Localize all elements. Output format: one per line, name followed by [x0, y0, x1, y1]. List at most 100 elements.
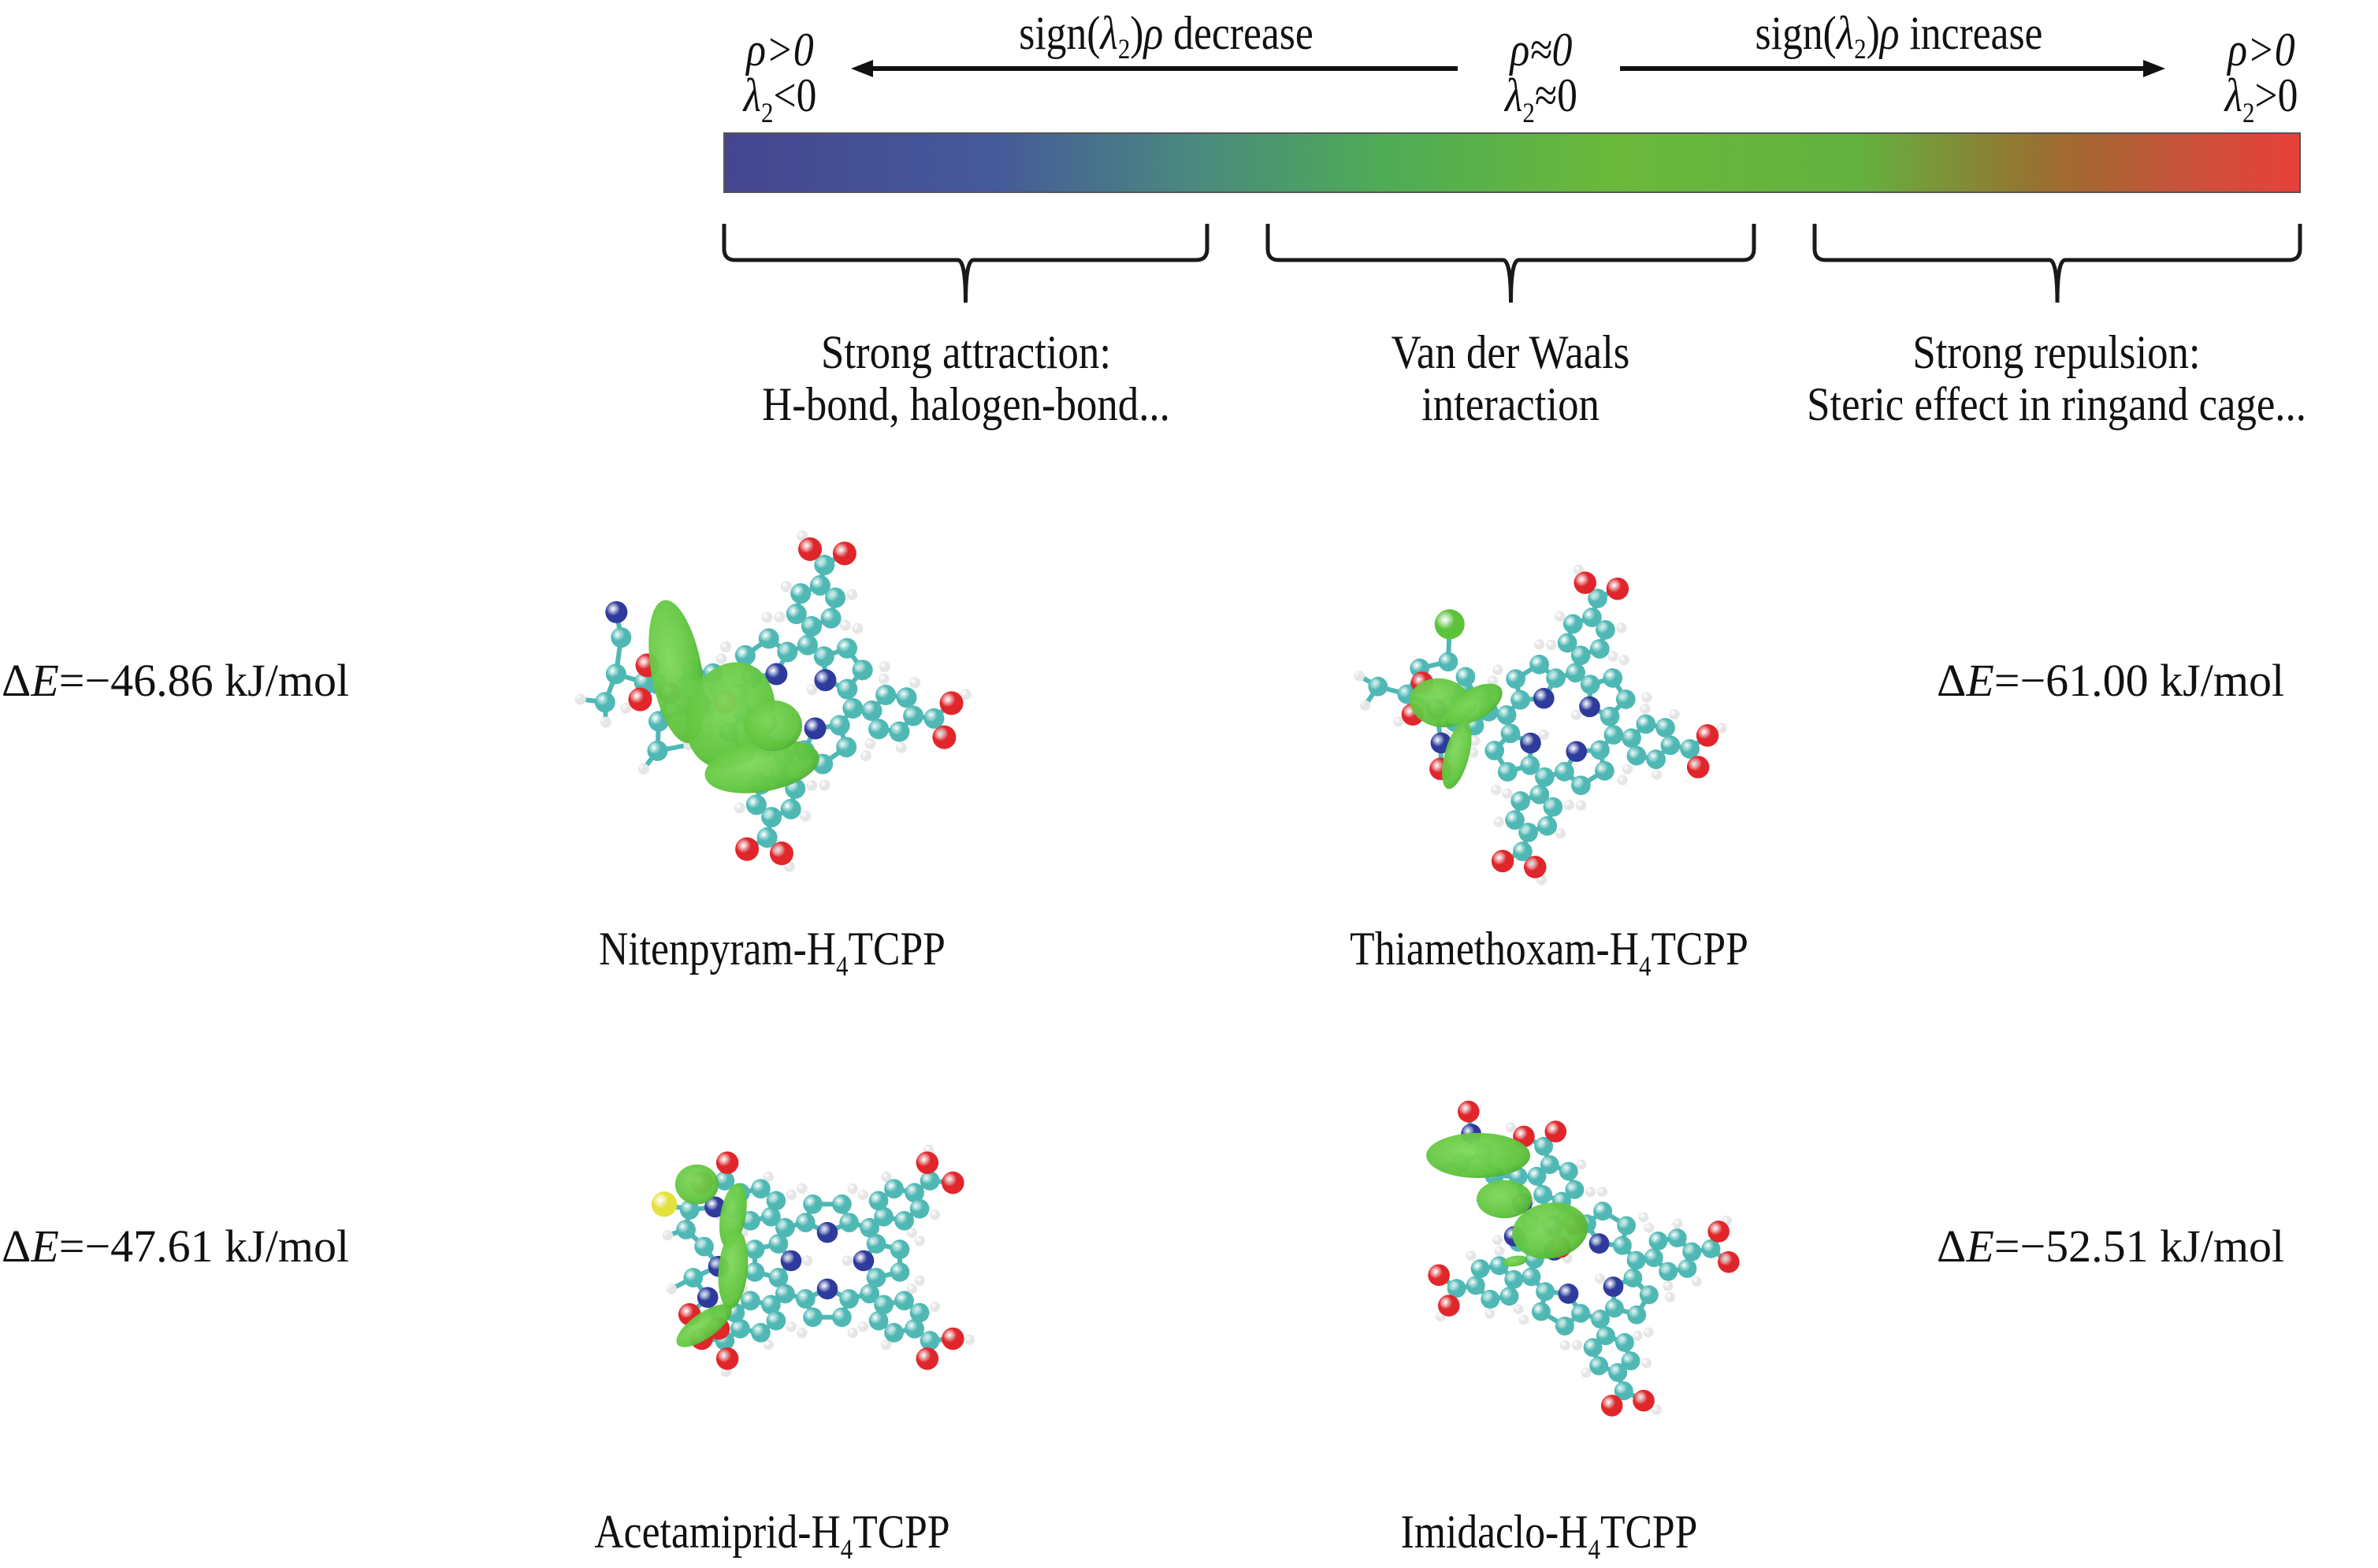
carbon-atom — [1595, 760, 1614, 781]
oxygen-atom — [1686, 756, 1710, 778]
carbon-atom — [814, 554, 835, 575]
name-sub: 4 — [840, 1533, 853, 1565]
name-prefix: Thiamethoxam-H — [1350, 923, 1640, 975]
carbon-atom — [768, 1268, 789, 1287]
carbon-atom — [1513, 842, 1533, 861]
hydrogen-atom — [1618, 655, 1629, 666]
energy-value: =−47.61 kJ/mol — [58, 1221, 350, 1272]
carbon-atom — [780, 798, 801, 819]
carbon-atom — [797, 634, 818, 656]
increase-suffix: ) — [1866, 7, 1880, 59]
carbon-atom — [796, 1213, 816, 1232]
carbon-atom — [852, 660, 873, 681]
carbon-atom — [761, 1206, 781, 1227]
hydrogen-atom — [842, 1255, 853, 1266]
hydrogen-atom — [1691, 1276, 1702, 1287]
name-suffix: TCPP — [1600, 1506, 1698, 1558]
hydrogen-atom — [929, 1301, 941, 1313]
carbon-atom — [868, 719, 890, 740]
carbon-atom — [1535, 767, 1555, 787]
carbon-atom — [1438, 652, 1458, 672]
nci-isosurface — [1476, 1180, 1533, 1219]
oxygen-atom — [1438, 1295, 1460, 1317]
oxygen-atom — [1600, 1395, 1623, 1417]
hydrogen-atom — [720, 641, 732, 652]
carbon-atom — [790, 583, 812, 604]
name-suffix: TCPP — [1651, 923, 1748, 975]
hydrogen-atom — [1487, 675, 1499, 686]
hydrogen-atom — [1513, 1304, 1524, 1315]
carbon-atom — [874, 1295, 894, 1315]
carbon-atom — [745, 1239, 765, 1259]
hydrogen-atom — [878, 673, 890, 685]
lambda-left-sub: 2 — [760, 97, 774, 128]
carbon-atom — [730, 1318, 750, 1339]
carbon-atom — [1571, 775, 1591, 796]
carbon-atom — [647, 740, 668, 761]
carbon-atom — [1600, 706, 1620, 726]
carbon-atom — [1540, 1155, 1559, 1175]
delta-e-symbol: ΔE — [2, 1221, 59, 1272]
hydrogen-atom — [906, 1227, 917, 1239]
left-condition: ρ>0 λ2<0 — [719, 26, 842, 127]
hydrogen-atom — [715, 653, 727, 665]
oxygen-atom — [1606, 577, 1629, 600]
lambda-right-suffix: >0 — [2254, 69, 2298, 121]
carbon-atom — [1496, 705, 1517, 725]
carbon-atom — [1646, 749, 1666, 770]
hydrogen-atom — [763, 1171, 774, 1183]
oxygen-atom — [1491, 849, 1514, 873]
nci-isosurface — [1426, 1132, 1531, 1179]
nitrogen-atom — [697, 1287, 719, 1308]
hydrogen-atom — [1563, 799, 1574, 811]
carbon-atom — [1680, 739, 1700, 759]
category-repulsion-title: Strong repulsion: — [1912, 326, 2201, 378]
nitrogen-atom — [1603, 1276, 1624, 1297]
category-repulsion: Strong repulsion: Steric effect in ringa… — [1744, 326, 2369, 430]
carbon-atom — [1571, 1303, 1591, 1323]
hydrogen-atom — [1484, 1308, 1496, 1319]
carbon-atom — [861, 700, 882, 722]
hydrogen-atom — [574, 693, 586, 705]
carbon-atom — [1678, 1258, 1697, 1278]
carbon-atom — [715, 1171, 735, 1191]
increase-label: sign(λ2)ρ increase — [1682, 6, 2116, 63]
carbon-atom — [837, 678, 858, 700]
carbon-atom — [894, 1291, 914, 1311]
hydrogen-atom — [662, 1230, 674, 1241]
decrease-label: sign(λ2)ρ decrease — [936, 6, 1397, 63]
carbon-atom — [1623, 1268, 1643, 1287]
oxygen-atom — [1696, 724, 1719, 747]
nci-isosurface — [676, 1304, 732, 1347]
hydrogen-atom — [1492, 1235, 1503, 1246]
carbon-atom — [1527, 1166, 1547, 1186]
hydrogen-atom — [763, 1339, 774, 1351]
hydrogen-atom — [774, 611, 786, 623]
carbon-atom — [837, 637, 858, 659]
carbon-atom — [1590, 740, 1610, 760]
hydrogen-atom — [1518, 1314, 1529, 1325]
increase-prefix: sign( — [1755, 7, 1837, 59]
carbon-atom — [1614, 1381, 1633, 1401]
carbon-atom — [761, 1295, 781, 1315]
hydrogen-atom — [1393, 716, 1404, 727]
hydrogen-atom — [852, 622, 864, 634]
carbon-atom — [1510, 689, 1530, 710]
carbon-atom — [1583, 1338, 1603, 1358]
carbon-atom — [1510, 791, 1531, 811]
carbon-atom — [890, 1239, 910, 1259]
carbon-atom — [1518, 823, 1538, 842]
carbon-atom — [889, 721, 910, 742]
oxygen-atom — [1428, 1264, 1450, 1287]
carbon-atom — [766, 1191, 786, 1211]
carbon-atom — [694, 1236, 714, 1257]
carbon-atom — [1655, 718, 1675, 738]
energy-value: =−46.86 kJ/mol — [58, 655, 350, 706]
hydrogen-atom — [914, 1235, 925, 1247]
nci-isosurface — [1446, 683, 1503, 726]
oxygen-atom — [932, 725, 957, 749]
carbon-atom — [1667, 1228, 1687, 1248]
hydrogen-atom — [1359, 700, 1371, 711]
carbon-atom — [1506, 669, 1525, 689]
hydrogen-atom — [1640, 704, 1651, 715]
